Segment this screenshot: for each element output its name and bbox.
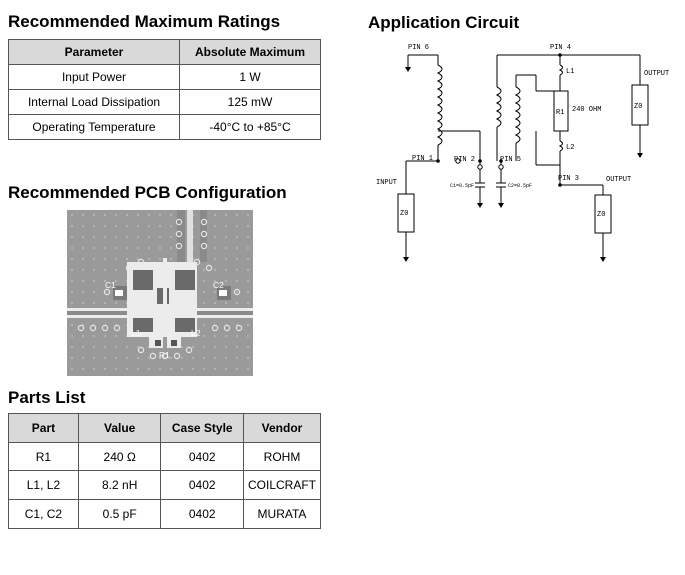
circuit-label-input: INPUT <box>376 179 397 187</box>
parts-cell: ROHM <box>242 442 322 471</box>
parts-header-case-style: Case Style <box>160 413 244 443</box>
ratings-table: Parameter Absolute Maximum Input Power 1… <box>8 39 321 140</box>
circuit-label-z0-left: Z0 <box>400 210 408 218</box>
parts-cell: 0402 <box>160 499 244 529</box>
circuit-label-l2: L2 <box>566 144 574 152</box>
circuit-label-z0-bottom: Z0 <box>597 211 605 219</box>
parts-title: Parts List <box>8 388 86 407</box>
circuit-label-pin1: PIN 1 <box>412 155 433 163</box>
pcb-label-l1: L1 <box>131 328 141 338</box>
ratings-header-parameter: Parameter <box>8 39 180 65</box>
circuit-label-r1-value: 240 OHM <box>572 106 601 114</box>
ratings-cell: -40°C to +85°C <box>179 114 321 140</box>
parts-cell: 240 Ω <box>77 442 162 471</box>
circuit-label-c2: C2=0.5pF <box>508 183 532 189</box>
parts-header-part: Part <box>8 413 79 443</box>
circuit-label-r1: R1 <box>556 109 564 117</box>
circuit-label-pin2: PIN 2 <box>454 156 475 164</box>
pcb-title: Recommended PCB Configuration <box>8 183 287 202</box>
circuit-label-z0-top: Z0 <box>634 103 642 111</box>
parts-cell: R1 <box>8 442 79 471</box>
circuit-label-pin6: PIN 6 <box>408 44 429 52</box>
parts-cell: MURATA <box>242 499 322 529</box>
parts-cell: L1, L2 <box>8 470 79 500</box>
parts-header-value: Value <box>77 413 162 443</box>
parts-table: Part Value Case Style Vendor R1 240 Ω 04… <box>8 413 322 529</box>
ratings-cell: 125 mW <box>179 89 321 115</box>
circuit-label-pin5: PIN 5 <box>500 156 521 164</box>
circuit-label-pin3: PIN 3 <box>558 175 579 183</box>
pcb-label-c2: C2 <box>213 280 224 290</box>
pcb-label-c1: C1 <box>105 280 116 290</box>
circuit-title: Application Circuit <box>368 13 520 32</box>
parts-cell: 0402 <box>160 442 244 471</box>
parts-cell: 8.2 nH <box>77 470 162 500</box>
circuit-label-output-bottom: OUTPUT <box>606 176 631 184</box>
pcb-label-r1: R1 <box>159 350 170 360</box>
circuit-label-l1: L1 <box>566 68 574 76</box>
parts-cell: 0402 <box>160 470 244 500</box>
circuit-label-output-top: OUTPUT <box>644 70 669 78</box>
parts-header-vendor: Vendor <box>242 413 322 443</box>
ratings-title: Recommended Maximum Ratings <box>8 12 281 31</box>
parts-cell: COILCRAFT <box>242 470 322 500</box>
ratings-header-absolute-max: Absolute Maximum <box>179 39 321 65</box>
ratings-cell: Input Power <box>8 64 180 90</box>
ratings-cell: 1 W <box>179 64 321 90</box>
application-circuit-diagram: PIN 6 PIN 4 OUTPUT L1 R1 240 OHM L2 Z0 P… <box>376 44 669 262</box>
ratings-cell: Operating Temperature <box>8 114 180 140</box>
pcb-layout-image: C1 C2 L1 L2 R1 <box>67 210 253 376</box>
circuit-label-c1: C1=0.5pF <box>450 183 474 189</box>
pcb-label-l2: L2 <box>191 328 201 338</box>
parts-cell: C1, C2 <box>8 499 79 529</box>
parts-cell: 0.5 pF <box>77 499 162 529</box>
ratings-cell: Internal Load Dissipation <box>8 89 180 115</box>
circuit-label-pin4: PIN 4 <box>550 44 571 52</box>
